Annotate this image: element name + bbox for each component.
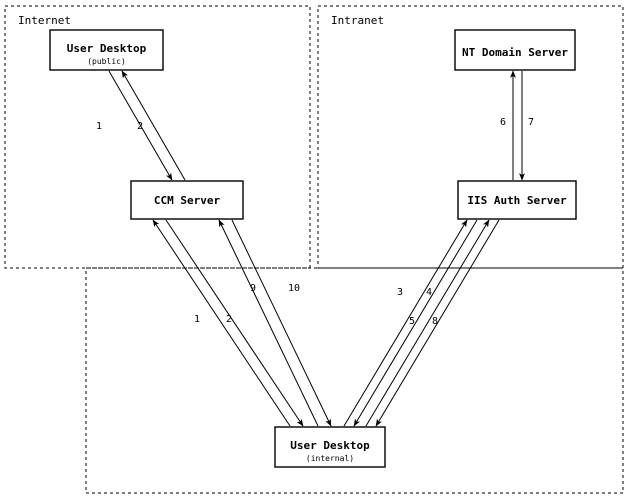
node-nt-domain-server[interactable]: NT Domain Server	[454, 29, 576, 71]
node-ccm-server-title: CCM Server	[154, 194, 221, 207]
connection-2-ccm-to-internal	[165, 219, 304, 427]
connection-4-iis-to-internal	[353, 219, 478, 427]
step-label-3: 3	[397, 287, 403, 298]
step-label-2-public: 2	[137, 121, 143, 132]
zone-intranet-boundary	[317, 5, 624, 269]
node-iis-auth-server[interactable]: IIS Auth Server	[457, 180, 577, 220]
step-label-9: 9	[250, 283, 256, 294]
step-label-4: 4	[426, 287, 432, 298]
node-iis-auth-server-title: IIS Auth Server	[467, 194, 567, 207]
zone-label-internet: Internet	[18, 14, 71, 27]
step-label-5: 5	[409, 316, 415, 327]
step-label-2-internal: 2	[226, 314, 232, 325]
step-label-1-internal: 1	[194, 314, 200, 325]
zone-boundaries	[4, 5, 624, 494]
node-user-desktop-public[interactable]: User Desktop (public)	[49, 29, 164, 71]
step-label-8: 8	[432, 316, 438, 327]
connection-5-internal-to-iis	[365, 219, 490, 427]
zone-lan-boundary	[85, 267, 624, 494]
zone-label-intranet: Intranet	[331, 14, 384, 27]
connection-1-internal-to-ccm	[152, 219, 291, 427]
step-label-1-public: 1	[96, 121, 102, 132]
connection-2-ccm-to-public	[121, 70, 186, 181]
node-user-desktop-internal-box[interactable]	[274, 426, 386, 468]
node-nt-domain-server-box[interactable]	[454, 29, 576, 71]
connection-10-ccm-to-internal	[231, 219, 332, 427]
zone-internet-boundary	[4, 5, 311, 269]
node-user-desktop-internal[interactable]: User Desktop (internal)	[274, 426, 386, 468]
node-user-desktop-public-box[interactable]	[49, 29, 164, 71]
node-user-desktop-internal-subtitle: (internal)	[306, 454, 354, 463]
step-label-6: 6	[500, 117, 506, 128]
connection-3-internal-to-iis	[343, 219, 468, 427]
node-ccm-server[interactable]: CCM Server	[130, 180, 244, 220]
connection-1-public-to-ccm	[108, 70, 173, 181]
step-label-7: 7	[528, 117, 534, 128]
step-label-10: 10	[288, 283, 300, 294]
node-user-desktop-public-title: User Desktop	[67, 42, 147, 55]
node-ccm-server-box[interactable]	[130, 180, 244, 220]
node-user-desktop-public-subtitle: (public)	[87, 57, 126, 66]
node-user-desktop-internal-title: User Desktop	[290, 439, 370, 452]
node-iis-auth-server-box[interactable]	[457, 180, 577, 220]
connection-9-internal-to-ccm	[218, 219, 319, 427]
connection-8-iis-to-internal	[375, 219, 500, 427]
node-nt-domain-server-title: NT Domain Server	[462, 46, 568, 59]
